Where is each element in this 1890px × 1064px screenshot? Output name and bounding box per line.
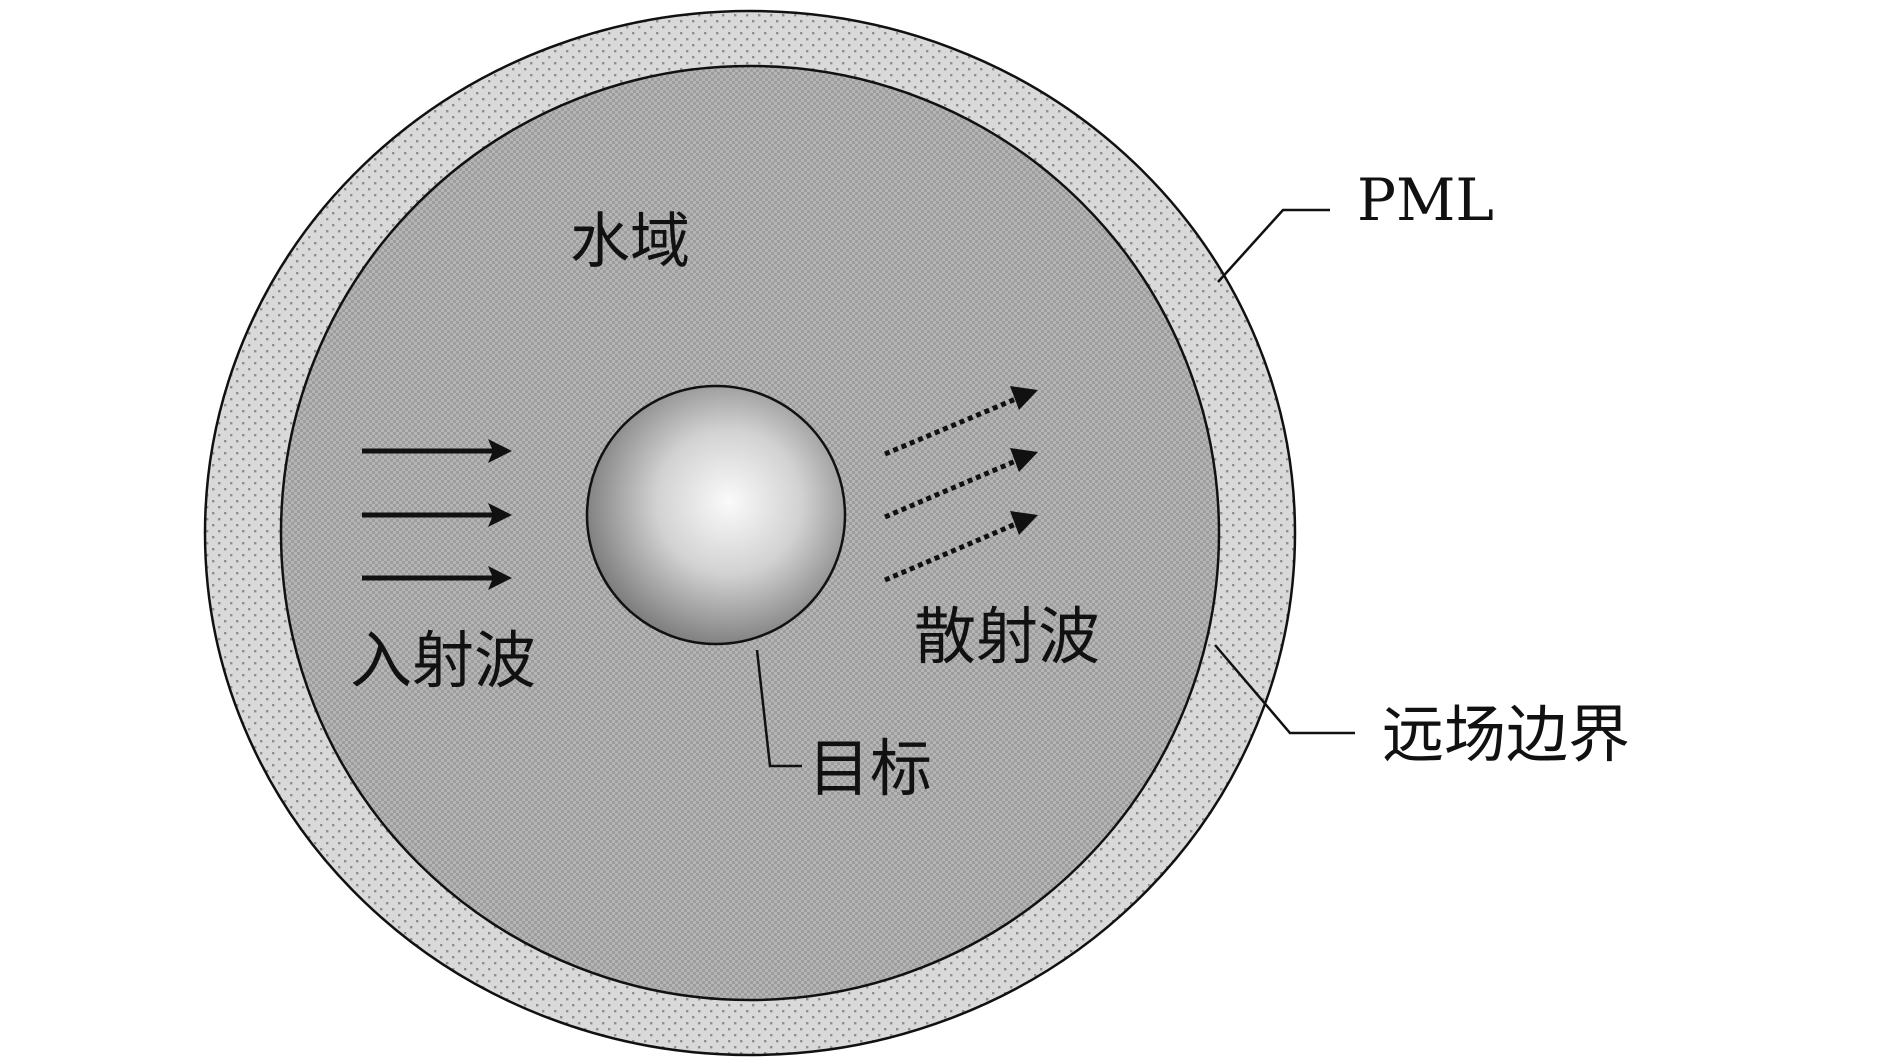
pml-label: PML xyxy=(1357,166,1494,234)
incident-arrow xyxy=(362,566,512,590)
scattered-arrow xyxy=(884,448,1038,520)
target-sphere xyxy=(585,384,847,646)
pml-leader-line xyxy=(1217,208,1330,283)
scattered-arrow xyxy=(884,511,1038,583)
incident-wave-label: 入射波 xyxy=(350,624,536,697)
water-domain-label: 水域 xyxy=(570,207,690,277)
target-leader-line xyxy=(755,649,802,768)
incident-arrow xyxy=(362,439,512,463)
incident-wave-arrows xyxy=(362,439,512,590)
scattered-wave-arrows xyxy=(884,386,1038,583)
scattered-wave-label: 散射波 xyxy=(914,600,1100,673)
scattered-arrow xyxy=(884,386,1038,457)
far-field-boundary-label: 远场边界 xyxy=(1382,698,1630,771)
incident-arrow xyxy=(362,503,512,527)
far-field-leader-line xyxy=(1214,644,1355,735)
target-label: 目标 xyxy=(808,732,932,805)
